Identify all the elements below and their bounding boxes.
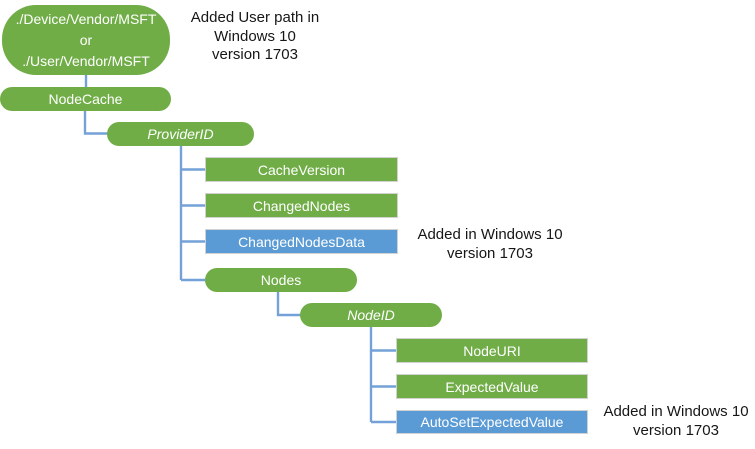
node-autosetexpectedvalue: AutoSetExpectedValue — [396, 410, 588, 434]
node-nodecache: NodeCache — [0, 87, 171, 111]
node-nodes: Nodes — [205, 268, 357, 292]
annotation-changednodesdata-added: Added in Windows 10 version 1703 — [417, 226, 563, 262]
node-changednodesdata: ChangedNodesData — [205, 229, 398, 254]
node-nodeuri: NodeURI — [396, 338, 588, 363]
node-nodeid: NodeID — [300, 303, 442, 327]
connector-nodes-to-nodeid — [276, 291, 301, 317]
annotation-autosetexpectedvalue-added: Added in Windows 10 version 1703 — [603, 403, 749, 439]
connector-nodecache-to-providerid — [83, 110, 108, 135]
node-providerid: ProviderID — [107, 122, 254, 146]
node-expectedvalue: ExpectedValue — [396, 374, 588, 399]
node-cacheversion: CacheVersion — [205, 157, 398, 182]
annotation-user-path: Added User path in Windows 10 version 17… — [190, 9, 320, 63]
node-root-path: ./Device/Vendor/MSFT or ./User/Vendor/MS… — [2, 5, 170, 75]
node-changednodes: ChangedNodes — [205, 193, 398, 218]
